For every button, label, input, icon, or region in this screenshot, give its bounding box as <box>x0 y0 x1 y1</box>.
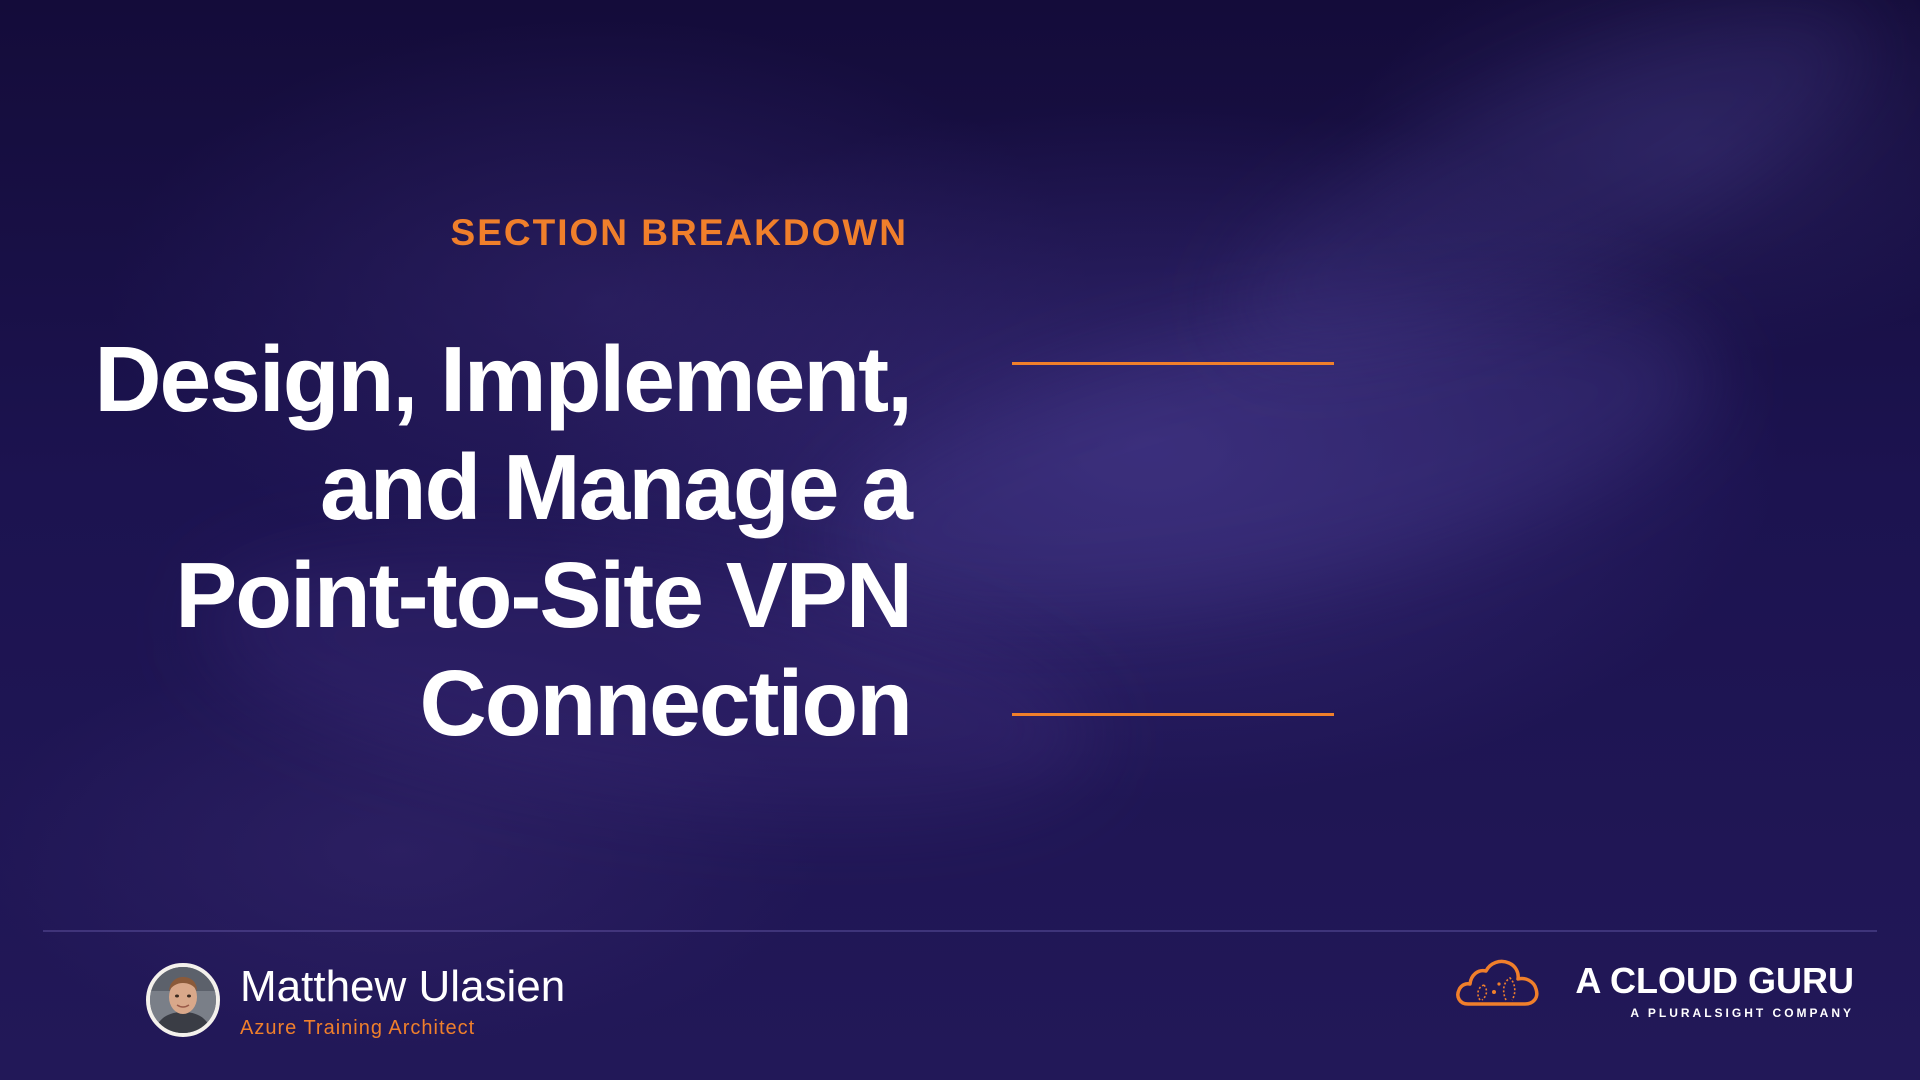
section-title-line: Connection <box>419 651 913 755</box>
section-title-line: and Manage a <box>320 435 913 539</box>
presenter-role: Azure Training Architect <box>240 1017 476 1039</box>
accent-rule-top <box>1012 362 1334 365</box>
accent-rule-bottom <box>1012 713 1334 716</box>
cloud-logo-icon <box>1456 959 1539 1006</box>
background-blur <box>802 239 1738 681</box>
section-eyebrow: SECTION BREAKDOWN <box>450 212 908 253</box>
presenter-name: Matthew Ulasien <box>240 962 566 1011</box>
footer-divider <box>43 930 1877 932</box>
brand-tagline: A PLURALSIGHT COMPANY <box>1630 1006 1854 1020</box>
section-title-line: Point-to-Site VPN <box>175 543 913 647</box>
section-title: Design, Implement, and Manage a Point-to… <box>31 325 913 757</box>
background-blur <box>1190 0 1910 419</box>
brand-logo: A CLOUD GURU A PLURALSIGHT COMPANY <box>1454 952 1854 1022</box>
avatar <box>146 963 220 1037</box>
avatar-portrait-icon <box>150 967 216 1033</box>
section-title-line: Design, Implement, <box>94 327 913 431</box>
brand-name: A CLOUD GURU <box>1575 960 1854 1001</box>
